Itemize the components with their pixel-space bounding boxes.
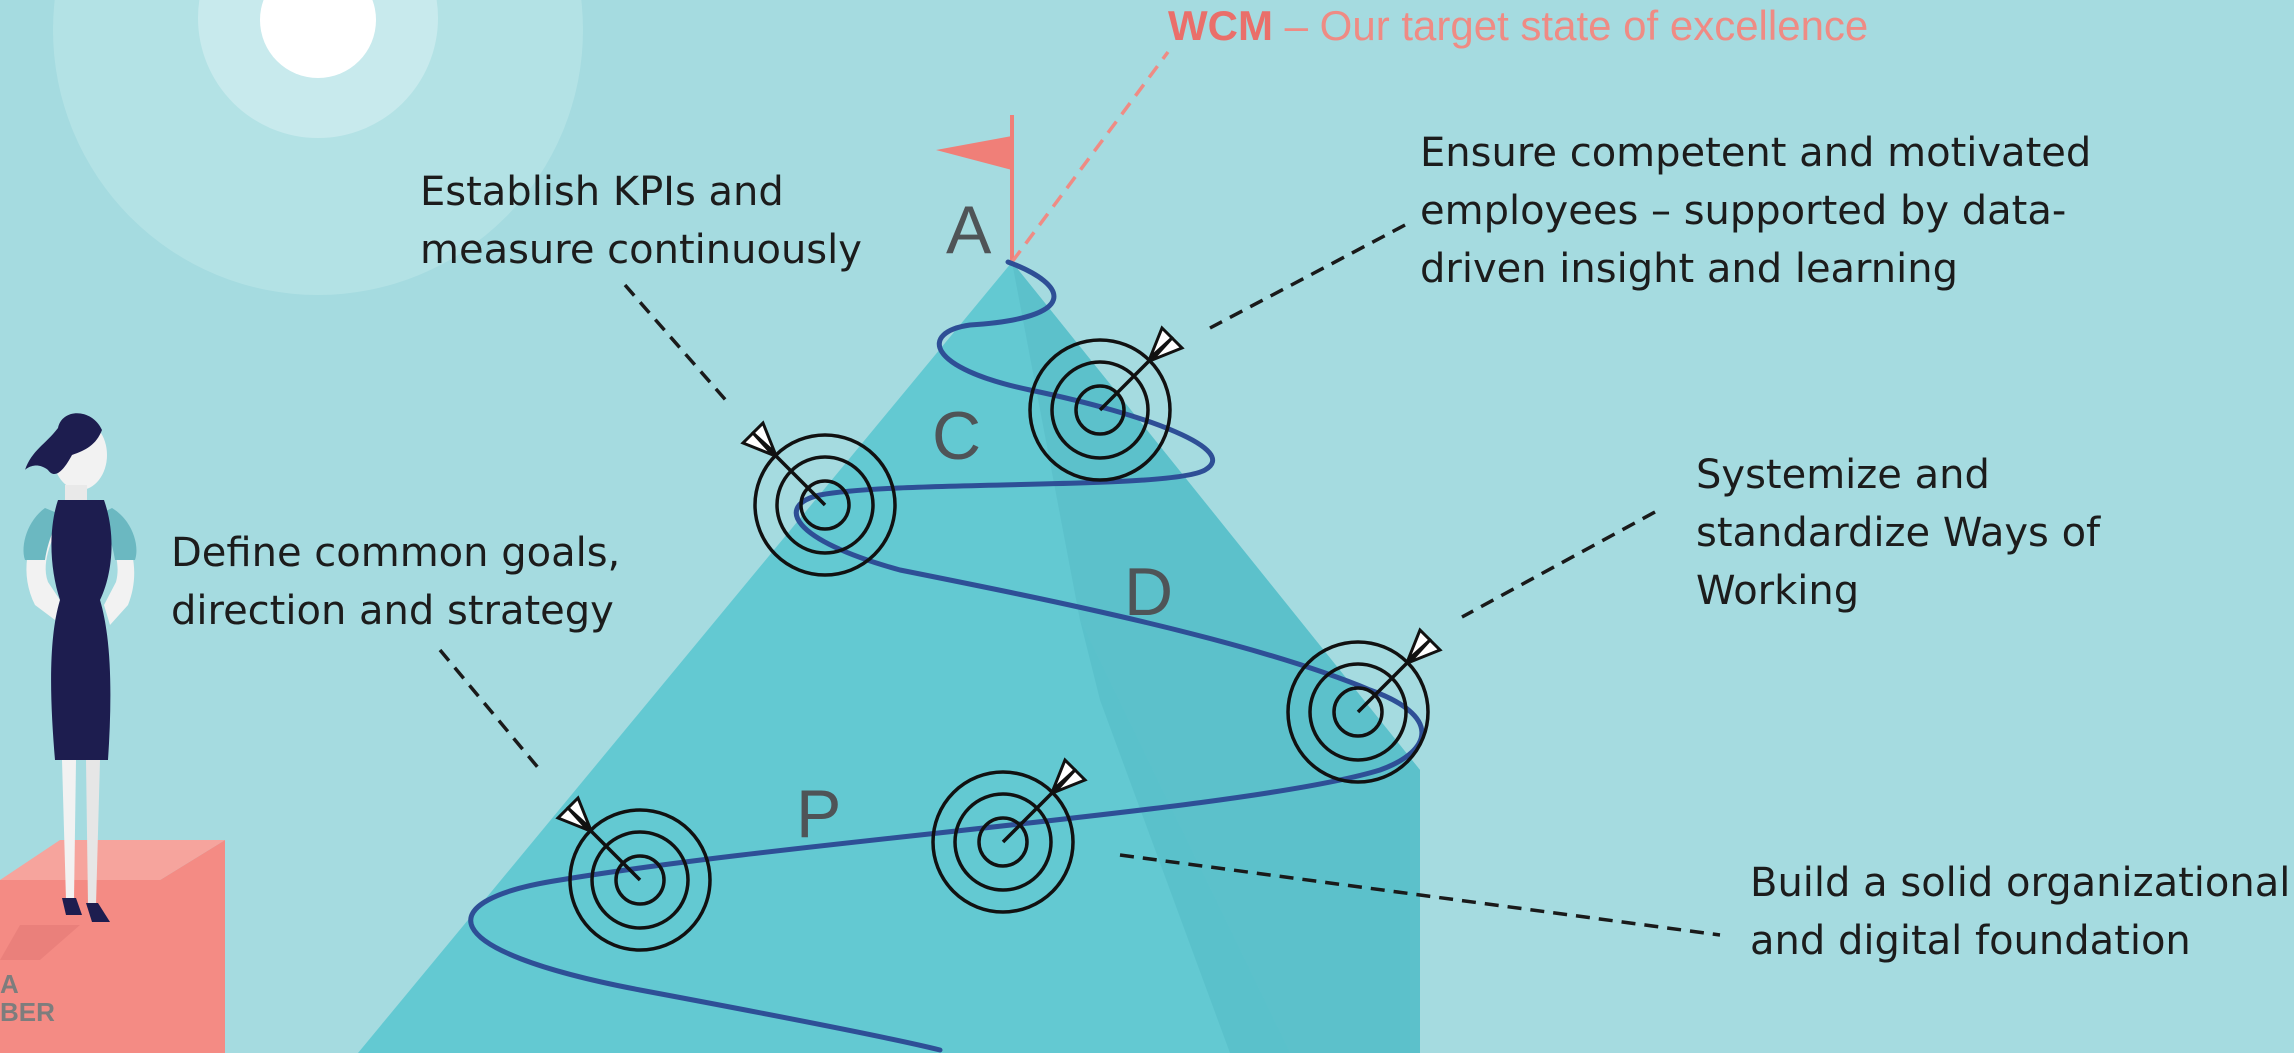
stage-letter-d: D — [1124, 554, 1174, 630]
sun-glow — [53, 0, 583, 295]
logo-fragment: A BER — [0, 969, 55, 1027]
title-rest: – Our target state of excellence — [1272, 2, 1869, 49]
sun-icon — [260, 0, 376, 78]
person-figure — [23, 413, 137, 922]
callout-systemize: Systemize and standardize Ways of Workin… — [1696, 452, 2101, 614]
flag-icon — [936, 136, 1012, 170]
stage-letter-c: C — [932, 398, 982, 474]
title-emphasis: WCM — [1168, 2, 1273, 49]
platform-top — [0, 840, 225, 880]
callout-goals: Define common goals, direction and strat… — [171, 530, 621, 634]
leader-goals — [438, 648, 542, 772]
callout-foundation: Build a solid organizational and digital… — [1750, 860, 2291, 964]
callout-kpis: Establish KPIs and measure continuously — [420, 169, 862, 273]
leader-employees — [1209, 223, 1406, 330]
platform — [0, 840, 225, 1053]
mountain-shadow-lower — [1080, 620, 1290, 1053]
platform-shadow — [0, 925, 80, 960]
winding-path — [468, 259, 1425, 1053]
leader-kpis — [623, 283, 732, 407]
stage-letter-a: A — [946, 192, 992, 268]
leader-foundation — [1119, 853, 1721, 937]
title-leader — [1010, 50, 1170, 264]
callout-employees: Ensure competent and motivated employees… — [1420, 130, 2092, 292]
page-title: WCM – Our target state of excellence — [1168, 0, 1868, 52]
leader-systemize — [1461, 510, 1656, 619]
mountain-shadow — [1012, 262, 1420, 1053]
stage-letter-p: P — [796, 776, 842, 852]
